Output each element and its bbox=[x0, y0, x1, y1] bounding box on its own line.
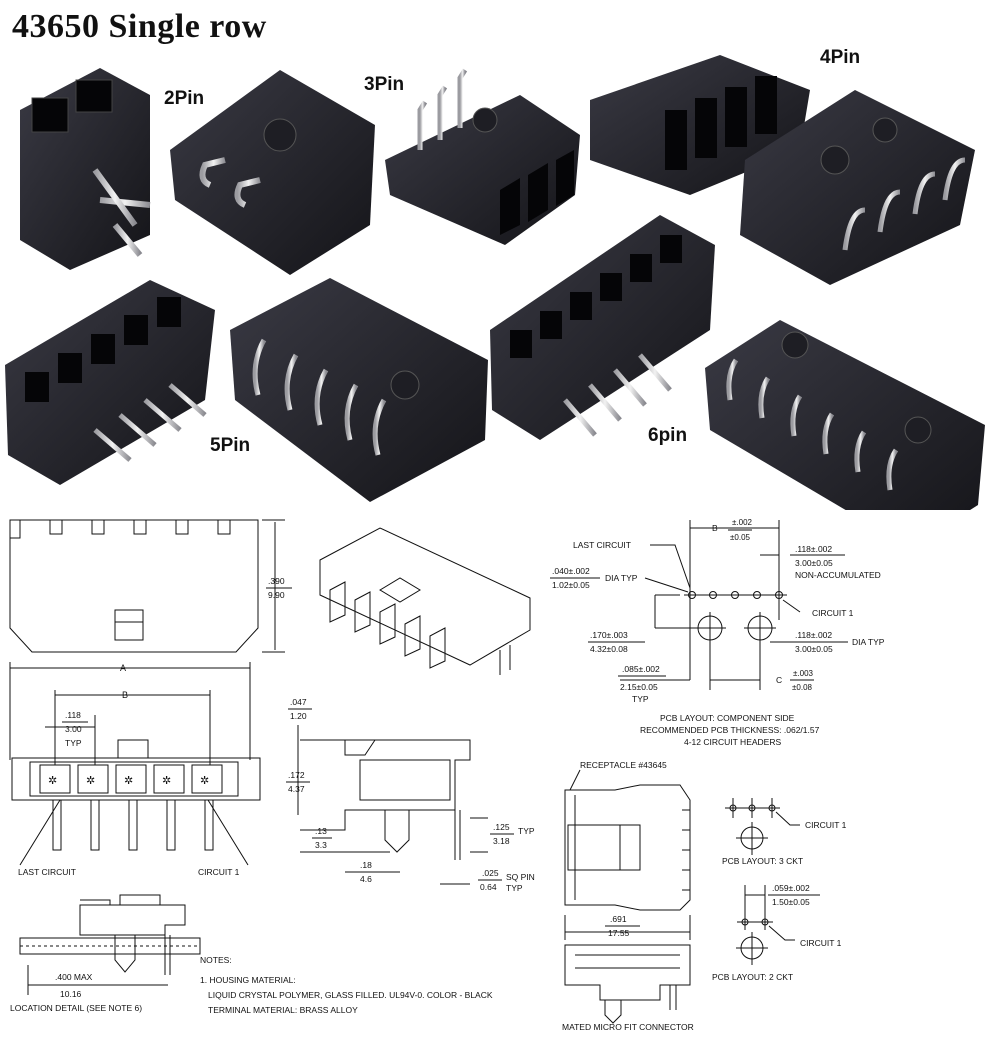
photo-2pin-front bbox=[20, 68, 151, 270]
pcb2-dim-mm: 1.50±0.05 bbox=[772, 897, 810, 907]
location-max-in: .400 MAX bbox=[55, 972, 93, 982]
pitch-in: .118 bbox=[65, 710, 81, 720]
side-d1-mm: 1.20 bbox=[290, 711, 307, 721]
last-circuit-label: LAST CIRCUIT bbox=[18, 867, 76, 877]
pcb-edge-typ: TYP bbox=[632, 694, 649, 704]
pcb-spacing-in: .118±.002 bbox=[795, 544, 832, 554]
location-detail: .400 MAX 10.16 LOCATION DETAIL (SEE NOTE… bbox=[10, 894, 201, 1013]
label-5pin: 5Pin bbox=[210, 435, 251, 456]
side-d4-in: .18 bbox=[360, 860, 372, 870]
photo-6pin-back bbox=[705, 320, 985, 510]
mated-len-mm: 17.55 bbox=[608, 928, 630, 938]
pcb2-caption: PCB LAYOUT: 2 CKT bbox=[712, 972, 793, 982]
front-height-mm: 9.90 bbox=[268, 590, 285, 600]
pcb-b-label: B bbox=[712, 523, 718, 533]
photo-3pin bbox=[385, 68, 580, 245]
pcb-b-tol-mm: ±0.05 bbox=[730, 533, 751, 542]
front-view: .390 9.90 bbox=[9, 519, 292, 653]
pcb-c-tol-mm: ±0.08 bbox=[792, 683, 813, 692]
pcb-last-circuit: LAST CIRCUIT bbox=[573, 540, 631, 550]
side-d6-typ: TYP bbox=[506, 883, 523, 893]
notes-line-2: LIQUID CRYSTAL POLYMER, GLASS FILLED. UL… bbox=[208, 990, 493, 1000]
pcb-c-label: C bbox=[776, 675, 782, 685]
side-d5-typ: TYP bbox=[518, 826, 535, 836]
pcb-peg-mm: 3.00±0.05 bbox=[795, 644, 833, 654]
mated-connector: RECEPTACLE #43645 .691 17.55 MATED MICRO… bbox=[562, 760, 694, 1032]
dim-a-label: A bbox=[120, 663, 126, 673]
isometric-view bbox=[319, 527, 531, 675]
side-d2-in: .172 bbox=[288, 770, 305, 780]
side-d5-in: .125 bbox=[493, 822, 510, 832]
photo-5pin-front bbox=[5, 280, 215, 485]
pcb-edge-mm: 2.15±0.05 bbox=[620, 682, 658, 692]
pcb-peg-note: DIA TYP bbox=[852, 637, 885, 647]
pcb-layout-3ckt: CIRCUIT 1 PCB LAYOUT: 3 CKT bbox=[722, 798, 847, 866]
pcb-spacing-note: NON-ACCUMULATED bbox=[795, 570, 881, 580]
location-max-mm: 10.16 bbox=[60, 989, 82, 999]
pcb2-circuit-1: CIRCUIT 1 bbox=[800, 938, 842, 948]
side-d3-in: .13 bbox=[315, 826, 327, 836]
photo-2pin-back bbox=[170, 70, 375, 275]
side-d6-note: SQ PIN bbox=[506, 872, 535, 882]
label-6pin: 6pin bbox=[648, 425, 688, 446]
mated-len-in: .691 bbox=[610, 914, 627, 924]
pcb-b-tol-in: ±.002 bbox=[732, 518, 753, 527]
side-view: .047 1.20 .172 4.37 .13 3.3 .18 4.6 .125… bbox=[286, 697, 535, 893]
pcb-layout-main: LAST CIRCUIT B ±.002 ±0.05 .118±.002 3.0… bbox=[550, 518, 885, 747]
pcb-hole-in: .040±.002 bbox=[552, 566, 590, 576]
pitch-mm: 3.00 bbox=[65, 724, 82, 734]
pcb-circuit-1: CIRCUIT 1 bbox=[812, 608, 854, 618]
photo-5pin-back bbox=[230, 278, 488, 502]
pitch-typ: TYP bbox=[65, 738, 82, 748]
pcb-peg-in: .118±.002 bbox=[795, 630, 832, 640]
svg-text:✲: ✲ bbox=[86, 775, 95, 787]
svg-text:✲: ✲ bbox=[162, 775, 171, 787]
photo-6pin-front bbox=[490, 215, 715, 440]
side-d1-in: .047 bbox=[290, 697, 307, 707]
pcb-hole-note: DIA TYP bbox=[605, 573, 638, 583]
pcb3-circuit-1: CIRCUIT 1 bbox=[805, 820, 847, 830]
pcb-caption-1: PCB LAYOUT: COMPONENT SIDE bbox=[660, 713, 795, 723]
pcb-caption-3: 4-12 CIRCUIT HEADERS bbox=[684, 737, 781, 747]
pcb-c-tol-in: ±.003 bbox=[793, 669, 814, 678]
svg-text:✲: ✲ bbox=[124, 775, 133, 787]
bottom-view: A B .118 3.00 TYP ✲ ✲ ✲ ✲ ✲ LAST CIRCUIT bbox=[9, 662, 261, 877]
side-d3-mm: 3.3 bbox=[315, 840, 327, 850]
pcb3-caption: PCB LAYOUT: 3 CKT bbox=[722, 856, 803, 866]
dim-b-label: B bbox=[122, 690, 128, 700]
label-4pin: 4Pin bbox=[820, 47, 861, 68]
side-d6-in: .025 bbox=[482, 868, 499, 878]
side-d4-mm: 4.6 bbox=[360, 874, 372, 884]
receptacle-label: RECEPTACLE #43645 bbox=[580, 760, 667, 770]
product-photos bbox=[5, 15, 985, 510]
page-title: 43650 Single row bbox=[12, 8, 267, 45]
label-2pin: 2Pin bbox=[164, 88, 205, 109]
notes-line-1: 1. HOUSING MATERIAL: bbox=[200, 975, 296, 985]
notes: NOTES: 1. HOUSING MATERIAL: LIQUID CRYST… bbox=[200, 955, 493, 1015]
side-d6-mm: 0.64 bbox=[480, 882, 497, 892]
svg-text:✲: ✲ bbox=[200, 775, 209, 787]
pcb-spacing-mm: 3.00±0.05 bbox=[795, 558, 833, 568]
pcb-row-in: .170±.003 bbox=[590, 630, 628, 640]
pcb-caption-2: RECOMMENDED PCB THICKNESS: .062/1.57 bbox=[640, 725, 820, 735]
mated-caption: MATED MICRO FIT CONNECTOR bbox=[562, 1022, 694, 1032]
side-d2-mm: 4.37 bbox=[288, 784, 305, 794]
label-3pin: 3Pin bbox=[364, 74, 405, 95]
notes-line-3: TERMINAL MATERIAL: BRASS ALLOY bbox=[208, 1005, 358, 1015]
pcb-edge-in: .085±.002 bbox=[622, 664, 660, 674]
svg-text:✲: ✲ bbox=[48, 775, 57, 787]
side-d5-mm: 3.18 bbox=[493, 836, 510, 846]
circuit-1-label: CIRCUIT 1 bbox=[198, 867, 240, 877]
front-height-in: .390 bbox=[268, 576, 285, 586]
photo-4pin-back bbox=[740, 90, 975, 285]
pcb2-dim-in: .059±.002 bbox=[772, 883, 810, 893]
pcb-layout-2ckt: .059±.002 1.50±0.05 CIRCUIT 1 PCB LAYOUT… bbox=[712, 883, 842, 982]
pcb-hole-mm: 1.02±0.05 bbox=[552, 580, 590, 590]
notes-heading: NOTES: bbox=[200, 955, 232, 965]
location-caption: LOCATION DETAIL (SEE NOTE 6) bbox=[10, 1003, 142, 1013]
pcb-row-mm: 4.32±0.08 bbox=[590, 644, 628, 654]
